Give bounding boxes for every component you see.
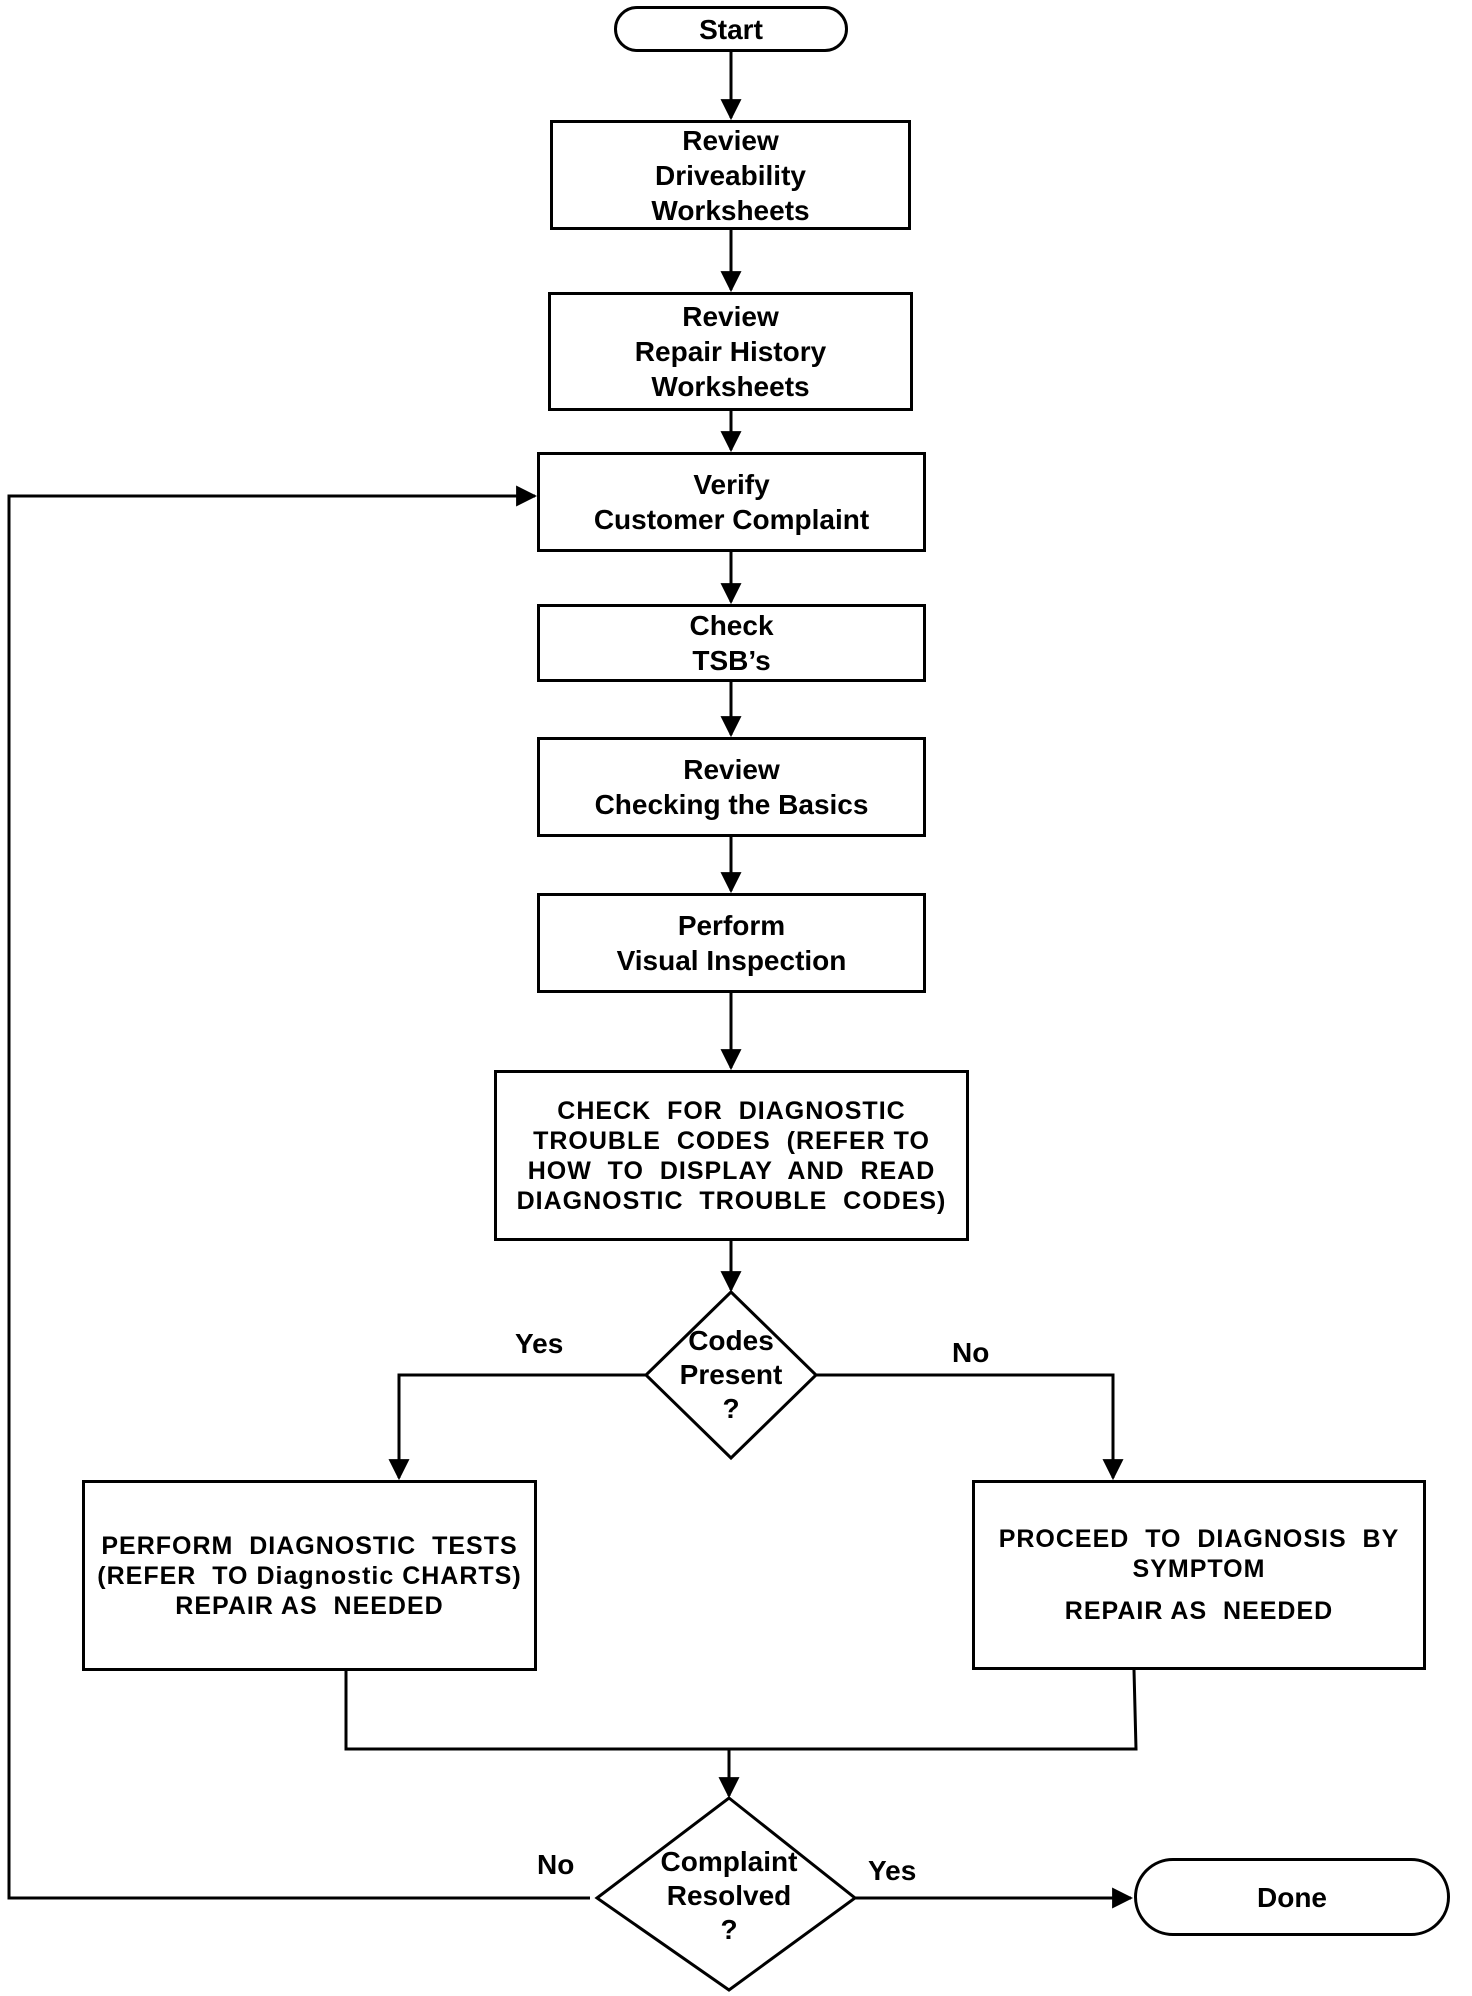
check-dtc-line2: TROUBLE CODES (REFER TO [533,1126,930,1155]
check-dtc-line3: HOW TO DISPLAY AND READ [527,1156,936,1185]
verify-line1: Verify [693,469,770,500]
check-tsb-line2: TSB’s [692,645,771,676]
perform-tests-line2: (REFER TO Diagnostic CHARTS) [97,1561,522,1590]
check-tsb-line1: Check [689,610,774,641]
merge-line [344,1669,1138,1751]
review-repair-history-box: Review Repair History Worksheets [548,292,913,411]
check-dtc-line4: DIAGNOSTIC TROUBLE CODES) [516,1186,947,1215]
codes-no-label: No [952,1337,990,1368]
review-driveability-line2: Driveability [655,159,806,191]
perform-tests-line1: PERFORM DIAGNOSTIC TESTS [101,1531,518,1560]
symptom-line3: REPAIR AS NEEDED [1064,1597,1334,1625]
visual-inspection-box: Perform Visual Inspection [537,893,926,993]
codes-present-line2: Present [679,1359,783,1390]
resolved-yes-label: Yes [868,1855,917,1886]
arrow-resolved-no-loop [7,485,590,1900]
resolved-line1: Complaint [660,1846,798,1877]
review-driveability-line1: Review [682,124,779,156]
visual-line1: Perform [677,910,786,941]
check-dtc-line1: CHECK FOR DIAGNOSTIC [557,1096,906,1125]
resolved-line2: Resolved [666,1880,792,1911]
review-basics-box: Review Checking the Basics [537,737,926,837]
complaint-resolved-text: Complaint Resolved ? [639,1842,819,1950]
review-basics-line2: Checking the Basics [594,789,869,820]
complaint-resolved-diamond [594,1796,858,1992]
review-driveability-line3: Worksheets [651,194,810,226]
arrow-codes-yes [388,1373,646,1481]
visual-line2: Visual Inspection [616,945,847,976]
review-history-line3: Worksheets [651,371,810,402]
symptom-line1: PROCEED TO DIAGNOSIS BY [998,1525,1400,1553]
perform-tests-line3: REPAIR AS NEEDED [175,1591,444,1620]
verify-complaint-box: Verify Customer Complaint [537,452,926,552]
resolved-line3: ? [720,1914,738,1945]
check-tsb-box: Check TSB’s [537,604,926,682]
review-history-line1: Review [682,301,779,332]
done-terminal: Done [1134,1858,1450,1936]
check-dtc-box: CHECK FOR DIAGNOSTIC TROUBLE CODES (REFE… [494,1070,969,1241]
diagnosis-symptom-box: PROCEED TO DIAGNOSIS BY SYMPTOM REPAIR A… [972,1480,1426,1670]
symptom-line2: SYMPTOM [1132,1555,1266,1583]
review-driveability-box: Review Driveability Worksheets [550,120,911,230]
review-history-line2: Repair History [634,336,827,367]
codes-present-line1: Codes [688,1325,774,1356]
codes-present-text: Codes Present ? [661,1323,801,1427]
start-label: Start [699,13,763,45]
arrow-codes-no [816,1373,1124,1481]
start-terminal: Start [614,6,848,52]
codes-present-line3: ? [722,1393,740,1424]
done-label: Done [1257,1881,1327,1913]
codes-present-diamond [643,1289,819,1461]
codes-yes-label: Yes [515,1328,564,1359]
review-basics-line1: Review [683,754,780,785]
verify-line2: Customer Complaint [593,504,870,535]
perform-tests-box: PERFORM DIAGNOSTIC TESTS (REFER TO Diagn… [82,1480,537,1671]
resolved-no-label: No [537,1849,575,1880]
